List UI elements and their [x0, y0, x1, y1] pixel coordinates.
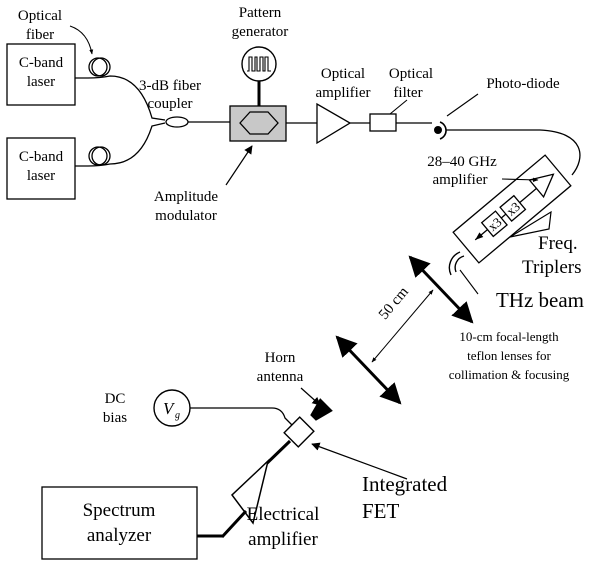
filter-pointer	[389, 99, 408, 115]
freq-triplers-label-2: Triplers	[522, 257, 581, 278]
optical-filter-label-2: filter	[393, 85, 422, 101]
coupler-label-1: 3-dB fiber	[139, 78, 201, 94]
dc-voltage-source: V g	[153, 389, 191, 427]
spectrum-analyzer-label-2: analyzer	[87, 525, 152, 546]
fiber-coupler	[165, 116, 189, 128]
lenses-label-2: teflon lenses for	[467, 348, 551, 363]
optical-amplifier-icon	[316, 102, 352, 145]
optical-fiber-label-1: Optical	[18, 8, 62, 24]
photodiode-label: Photo-diode	[486, 76, 560, 92]
triplers-pointer	[509, 210, 552, 238]
electrical-amplifier-label-2: amplifier	[248, 529, 318, 550]
ghz-amplifier-label-2: amplifier	[433, 172, 488, 188]
laser-bottom: C-band laser	[6, 137, 76, 200]
amplitude-modulator-label-1: Amplitude	[154, 189, 219, 205]
dc-bias-label-1: DC	[105, 391, 126, 407]
electrical-amplifier-label-1: Electrical	[247, 504, 320, 525]
cable-to-thz-module	[446, 129, 581, 176]
horn-antenna-label-2: antenna	[257, 369, 304, 385]
fiber-coil-top	[88, 57, 111, 77]
fet-package	[283, 416, 315, 448]
optical-fiber-pointer	[69, 25, 94, 55]
horn-antenna-label-1: Horn	[265, 350, 296, 366]
fiber-top	[75, 75, 166, 121]
laser-top-label-1: C-band	[19, 55, 64, 71]
laser-top-label-2: laser	[27, 74, 55, 90]
horn-antenna-icon	[310, 398, 333, 421]
optical-amplifier-label-2: amplifier	[316, 85, 371, 101]
electrical-amplifier-icon	[230, 458, 270, 525]
optical-filter-icon	[369, 113, 397, 132]
integrated-fet-label-2: FET	[362, 499, 400, 523]
lenses-label-3: collimation & focusing	[449, 367, 570, 382]
horn-output-icon	[475, 232, 484, 240]
spectrum-analyzer-label-1: Spectrum	[83, 500, 156, 521]
focusing-lens-arrow	[335, 335, 402, 405]
distance-label: 50 cm	[376, 284, 412, 323]
vg-symbol: V	[163, 399, 176, 418]
laser-top: C-band laser	[6, 43, 76, 106]
pattern-generator	[241, 46, 277, 82]
thz-beam-pointer	[459, 269, 479, 295]
lenses-label-1: 10-cm focal-length	[459, 329, 559, 344]
collimating-lens-arrow	[408, 255, 474, 324]
bias-wire	[190, 407, 295, 428]
fiber-bottom	[75, 122, 166, 167]
thz-beam-label: THz beam	[496, 288, 584, 312]
fiber-coil-bottom	[88, 146, 111, 166]
vg-subscript: g	[175, 410, 180, 421]
ghz-amplifier-label-1: 28–40 GHz	[427, 154, 497, 170]
laser-bottom-label-1: C-band	[19, 149, 64, 165]
amplitude-modulator-label-2: modulator	[155, 208, 217, 224]
distance-arrow	[371, 289, 434, 363]
integrated-fet-label-1: Integrated	[362, 472, 448, 496]
thz-source-module: x3 x3	[452, 154, 572, 264]
pattern-generator-label-1: Pattern	[239, 5, 282, 21]
optical-filter-label-1: Optical	[389, 66, 433, 82]
fet-pointer	[311, 442, 408, 480]
amplitude-modulator	[229, 105, 287, 142]
optical-amplifier-label-1: Optical	[321, 66, 365, 82]
spectrum-analyzer: Spectrum analyzer	[41, 486, 198, 560]
optical-fiber-label-2: fiber	[26, 27, 54, 43]
freq-triplers-label-1: Freq.	[538, 233, 578, 254]
photodiode-arc	[439, 121, 447, 140]
dc-bias-label-2: bias	[103, 410, 127, 426]
photodiode-icon	[434, 126, 442, 134]
coupler-label-2: coupler	[148, 96, 193, 112]
horn-pointer	[300, 387, 321, 406]
pattern-generator-label-2: generator	[232, 24, 289, 40]
photodiode-pointer	[446, 93, 479, 117]
ghz-amplifier-pointer	[501, 177, 539, 183]
modulator-pointer	[225, 145, 253, 186]
square-wave-icon	[247, 56, 271, 72]
laser-bottom-label-2: laser	[27, 168, 55, 184]
amp-out-line	[220, 509, 248, 539]
